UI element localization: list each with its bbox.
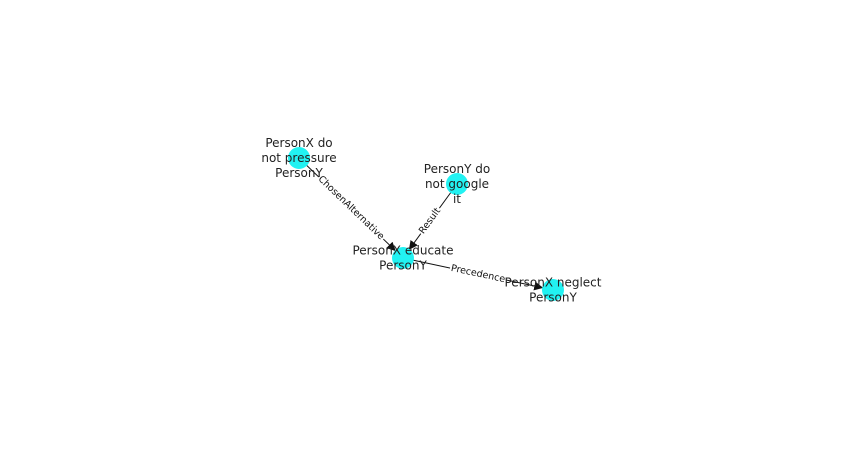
node-label-line: PersonX educate bbox=[352, 244, 453, 258]
node-label-line: PersonY do bbox=[424, 162, 490, 176]
node-label-line: it bbox=[453, 192, 461, 206]
edge-label-text: Precedence bbox=[450, 263, 506, 285]
node-label-line: PersonX neglect bbox=[505, 276, 602, 290]
node-n1 bbox=[288, 147, 310, 169]
edge-label-e3: Precedence bbox=[448, 262, 508, 286]
edge-label-text: ChosenAlternative bbox=[316, 174, 387, 243]
edge-label-background bbox=[448, 262, 508, 286]
edge-label-text: Result bbox=[417, 206, 443, 236]
node-label-line: PersonY bbox=[379, 259, 427, 273]
node-n3 bbox=[392, 247, 414, 269]
node-n2 bbox=[446, 173, 468, 195]
node-label-line: PersonX do bbox=[265, 136, 332, 150]
edge-label-background bbox=[314, 173, 388, 244]
node-n4 bbox=[542, 279, 564, 301]
edge-label-e2: Result bbox=[416, 204, 444, 237]
node-label-line: PersonY bbox=[529, 291, 577, 305]
node-label-line: not pressure bbox=[261, 151, 336, 165]
nodes-layer bbox=[288, 147, 564, 301]
node-label-line: PersonY bbox=[275, 166, 323, 180]
edge-label-e1: ChosenAlternative bbox=[314, 173, 388, 244]
node-label-line: not google bbox=[425, 177, 489, 191]
edge-label-background bbox=[416, 204, 444, 237]
